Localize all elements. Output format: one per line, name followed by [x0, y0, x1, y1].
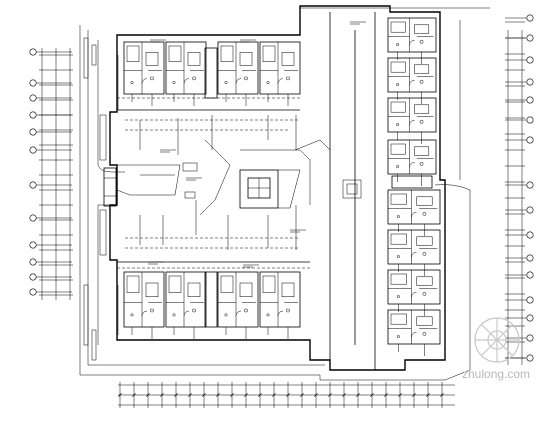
axis-bubble: [29, 214, 37, 222]
zhulong-logo-icon: [474, 317, 520, 363]
west-entrance: [99, 114, 117, 256]
axis-bubble: [29, 94, 37, 102]
axis-bubble: [526, 314, 534, 322]
axis-bubble: [526, 181, 534, 189]
axis-bubble: [526, 96, 534, 104]
axis-bubble: [526, 271, 534, 279]
axis-bubble: [526, 56, 534, 64]
north-wing-units: [117, 41, 301, 106]
axis-bubble: [29, 241, 37, 249]
axis-bubble: [526, 354, 534, 362]
axis-bubble: [29, 111, 37, 119]
axis-bubble: [526, 14, 534, 22]
courtyard: [116, 30, 362, 345]
axis-bubble: [29, 258, 37, 266]
left-axis-bubbles: [29, 48, 72, 296]
axis-bubble: [526, 334, 534, 342]
watermark: zhulong.com: [462, 317, 530, 381]
east-wing-units: [387, 17, 441, 356]
right-axis-bubbles: [505, 14, 534, 362]
label-strips: [83, 21, 366, 361]
axis-bubble: [29, 48, 37, 56]
axis-bubble: [526, 296, 534, 304]
axis-bubble: [29, 288, 37, 296]
south-wing-units: [117, 267, 310, 339]
axis-bubble: [526, 78, 534, 86]
axis-bubble: [29, 128, 37, 136]
watermark-text: zhulong.com: [462, 367, 530, 381]
axis-bubble: [29, 181, 37, 189]
axis-bubble: [526, 116, 534, 124]
axis-bubble: [29, 273, 37, 281]
axis-bubble: [526, 231, 534, 239]
axis-bubble: [526, 136, 534, 144]
axis-bubble: [29, 146, 37, 154]
dimension-ticks: [39, 21, 525, 408]
axis-bubble: [29, 79, 37, 87]
dimension-lines: [41, 7, 523, 406]
axis-bubble: [526, 34, 534, 42]
axis-bubble: [526, 254, 534, 262]
axis-bubble: [526, 206, 534, 214]
